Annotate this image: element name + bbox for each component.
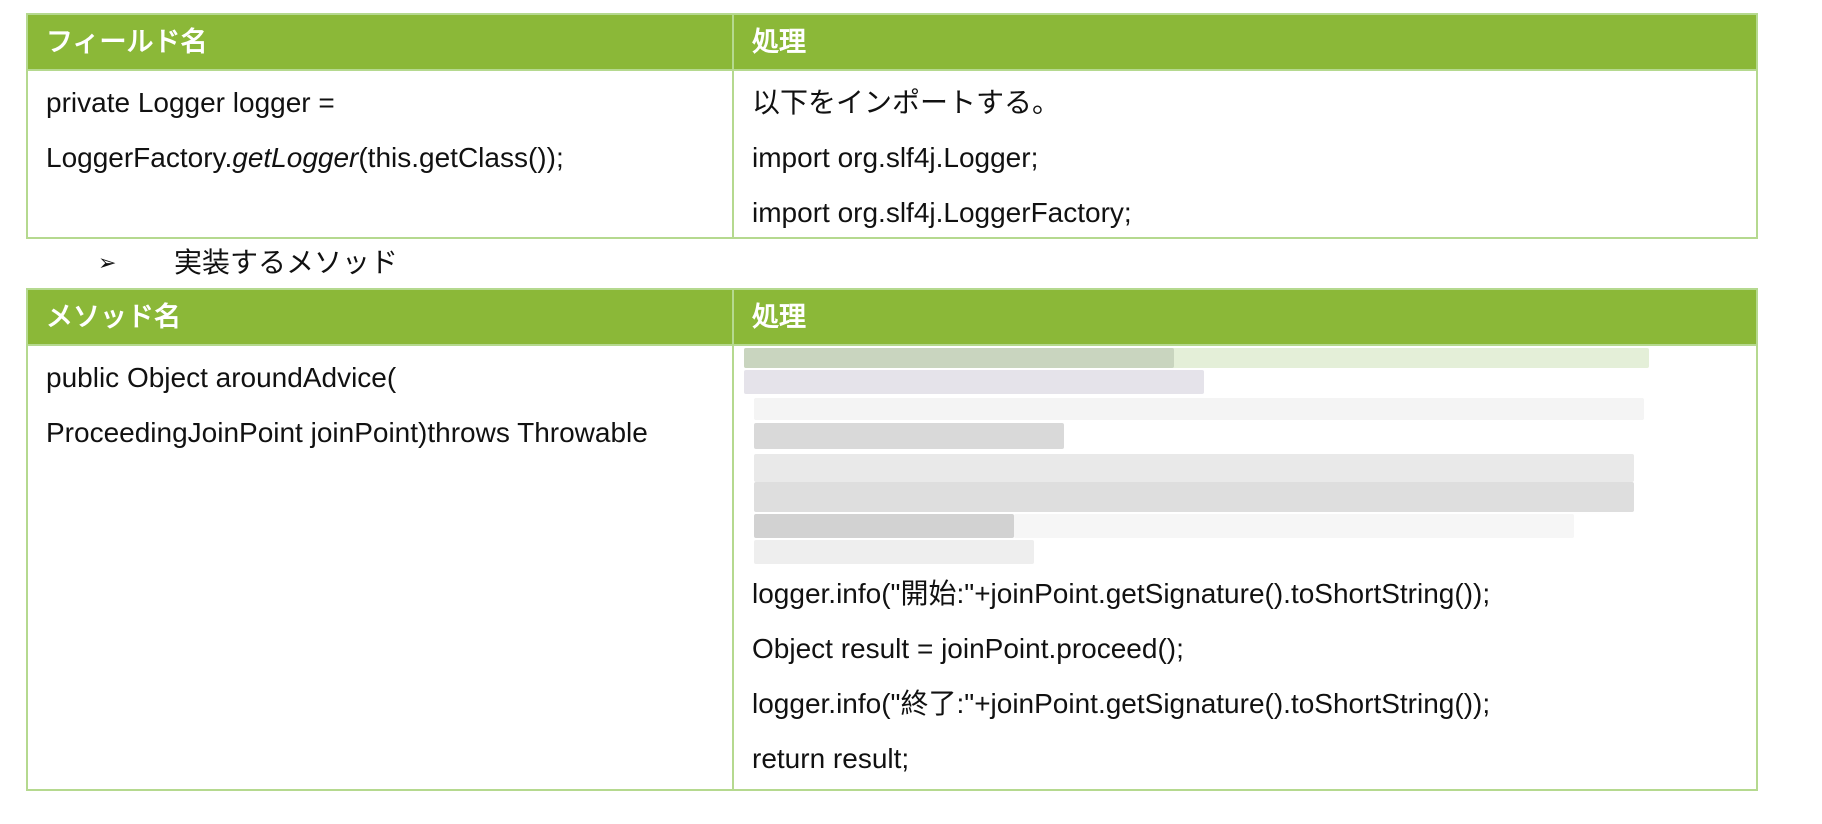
- field-line-2: LoggerFactory.getLogger(this.getClass())…: [46, 130, 732, 185]
- field-table-header: フィールド名 処理: [28, 15, 1756, 71]
- redacted-block: [744, 348, 1756, 566]
- arrow-bullet-icon: ➢: [98, 250, 117, 275]
- field-line-2a: LoggerFactory.: [46, 142, 233, 173]
- code-line-3: logger.info("終了:"+joinPoint.getSignature…: [752, 688, 1491, 719]
- method-table: メソッド名 処理 public Object aroundAdvice( Pro…: [26, 288, 1758, 791]
- header-method-name: メソッド名: [28, 290, 734, 344]
- header-process: 処理: [752, 27, 806, 57]
- code-line-1: logger.info("開始:"+joinPoint.getSignature…: [752, 578, 1491, 609]
- method-line-1: public Object aroundAdvice(: [46, 362, 397, 393]
- method-line-2: ProceedingJoinPoint joinPoint)throws Thr…: [46, 417, 648, 448]
- bullet-item: ➢ 実装するメソッド: [98, 240, 398, 286]
- method-table-row: public Object aroundAdvice( ProceedingJo…: [28, 346, 1756, 789]
- process-line-3: import org.slf4j.LoggerFactory;: [752, 197, 1132, 228]
- field-table-row: private Logger logger = LoggerFactory.ge…: [28, 71, 1756, 237]
- field-line-1: private Logger logger =: [46, 87, 335, 118]
- field-process-cell: 以下をインポートする。 import org.slf4j.Logger; imp…: [734, 71, 1756, 237]
- code-line-4: return result;: [752, 743, 910, 774]
- process-line-2: import org.slf4j.Logger;: [752, 142, 1039, 173]
- process-line-1: 以下をインポートする。: [752, 87, 1061, 118]
- field-line-2b: getLogger: [232, 142, 359, 173]
- field-line-2c: (this.getClass());: [358, 142, 564, 173]
- field-cell: private Logger logger = LoggerFactory.ge…: [28, 71, 734, 237]
- method-process-cell: logger.info("開始:"+joinPoint.getSignature…: [734, 346, 1756, 789]
- method-table-header: メソッド名 処理: [28, 290, 1756, 346]
- header-method-process: 処理: [752, 302, 806, 332]
- field-table: フィールド名 処理 private Logger logger = Logger…: [26, 13, 1758, 239]
- code-line-2: Object result = joinPoint.proceed();: [752, 633, 1184, 664]
- method-cell: public Object aroundAdvice( ProceedingJo…: [28, 346, 734, 789]
- header-field-name: フィールド名: [28, 15, 734, 69]
- bullet-text: 実装するメソッド: [174, 247, 399, 278]
